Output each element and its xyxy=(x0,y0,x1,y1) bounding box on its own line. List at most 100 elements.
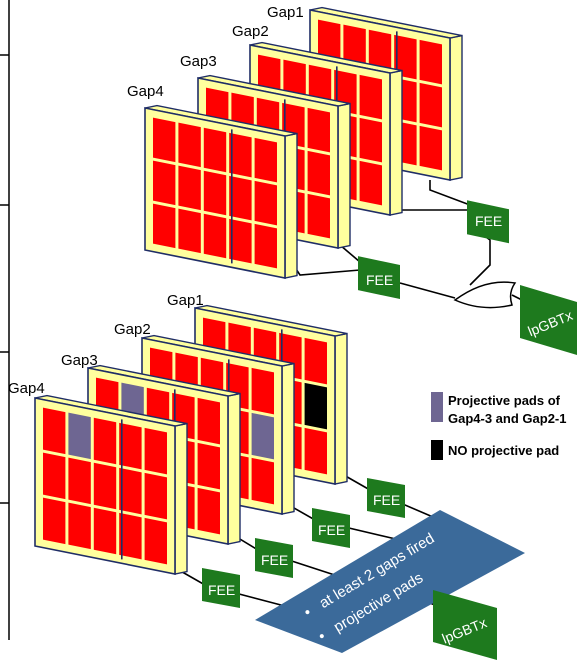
bottom-chamber-gap4-pad xyxy=(93,462,117,510)
bottom-chamber-gap1-pad xyxy=(304,427,327,475)
bottom-gap1-label: Gap1 xyxy=(167,292,204,309)
bottom-chamber-gap4-pad xyxy=(68,412,91,460)
top-wire-fee2-gate xyxy=(399,282,456,299)
top-chamber-gap4-side xyxy=(284,132,298,279)
top-chamber-gap3-pad xyxy=(307,107,330,153)
top-fee-label-2: FEE xyxy=(366,272,393,288)
top-chamber-gap1-pad xyxy=(343,24,366,70)
top-chamber-gap4-pad xyxy=(203,127,227,173)
top-gap3-label: Gap3 xyxy=(180,53,217,70)
top-chamber-gap2-pad xyxy=(359,160,382,206)
bottom-chamber-gap4-pad xyxy=(68,457,91,505)
bottom-chamber-gap4-pad xyxy=(144,517,167,565)
top-chamber-gap4-pad xyxy=(153,203,176,249)
bottom-fee-box-2: FEE xyxy=(312,508,350,548)
top-fee-box-1: FEE xyxy=(467,200,509,244)
bottom-chamber-gap4-pad xyxy=(68,502,91,550)
bottom-chamber-gap4-pad xyxy=(119,467,142,515)
top-gap2-label: Gap2 xyxy=(232,23,269,40)
bottom-fee-box-3: FEE xyxy=(255,538,293,578)
bottom-chamber-gap1-side xyxy=(334,332,348,485)
bottom-chamber-gap2-pad xyxy=(251,367,274,415)
top-chamber-gap4-pad xyxy=(254,180,277,226)
top-chamber-gap4-pad xyxy=(229,218,252,264)
legend-no-projective-label: NO projective pad xyxy=(448,443,559,458)
top-chamber-gap1-pad xyxy=(368,29,392,75)
top-chamber-gap2-pad xyxy=(359,74,382,120)
bottom-chamber-gap4-pad xyxy=(119,512,142,560)
legend-projective-swatch xyxy=(431,392,443,422)
bottom-fee-box-1: FEE xyxy=(367,478,405,518)
top-chamber-gap4-pad xyxy=(178,165,201,211)
top-ipgbtx-box: lpGBTx xyxy=(520,285,577,355)
bottom-gap4-label: Gap4 xyxy=(8,380,45,397)
top-chamber-gap1-pad xyxy=(419,125,442,171)
top-chamber-gap3-pad xyxy=(307,193,330,239)
top-chamber-gap1-pad xyxy=(419,39,442,85)
top-chamber-gap3-side xyxy=(337,102,351,249)
legend: Projective pads of Gap4-3 and Gap2-1 NO … xyxy=(431,392,566,460)
legend-projective-line2: Gap4-3 and Gap2-1 xyxy=(448,411,566,426)
bottom-chamber-gap4-pad xyxy=(144,427,167,475)
top-chamber-gap4-pad xyxy=(178,122,201,168)
bottom-chamber-gap4-pad xyxy=(93,507,117,555)
top-chamber-gap4-pad xyxy=(178,208,201,254)
or-gate-icon xyxy=(453,281,517,309)
bottom-chamber-gap4-pad xyxy=(43,407,66,455)
bottom-fee-label-4: FEE xyxy=(208,582,235,598)
top-chamber-gap1-pad xyxy=(419,82,442,128)
bottom-gap3-label: Gap3 xyxy=(61,352,98,369)
bottom-chamber-gap3-pad xyxy=(197,487,220,535)
bottom-chamber-gap4-pad xyxy=(144,472,167,520)
bottom-chamber-gap4-pad xyxy=(93,417,117,465)
legend-projective-line1: Projective pads of xyxy=(448,393,561,408)
bottom-chamber-gap3-side xyxy=(227,392,241,545)
top-chamber-gap4-pad xyxy=(153,117,176,163)
top-chamber-gap1-pad xyxy=(318,19,341,65)
bottom-ipgbtx-box: lpGBTx xyxy=(433,590,497,660)
top-fee-label-1: FEE xyxy=(475,213,502,229)
bottom-chamber-gap4-side xyxy=(174,422,188,575)
bottom-fee-label-1: FEE xyxy=(373,492,400,508)
bottom-chamber-gap4-pad xyxy=(43,452,66,500)
left-edge-axis xyxy=(0,0,10,640)
legend-no-projective-swatch xyxy=(431,440,443,460)
bottom-chamber-gap3-pad xyxy=(197,397,220,445)
bottom-chamber-gap2-side xyxy=(281,362,295,515)
top-chamber-gap4-pad xyxy=(254,137,277,183)
bottom-chamber-gap4 xyxy=(34,394,188,575)
bottom-chamber-gap2-pad xyxy=(251,412,274,460)
top-wire-gap4 xyxy=(289,259,361,276)
bottom-chamber-gap1-pad xyxy=(304,382,327,430)
top-fee-box-2: FEE xyxy=(358,256,400,300)
bottom-chamber-gap4-pad xyxy=(119,422,142,470)
top-chambers xyxy=(144,6,463,279)
bottom-fee-label-2: FEE xyxy=(318,522,345,538)
top-chamber-gap4-pad xyxy=(203,170,227,216)
bottom-chamber-gap3-pad xyxy=(197,442,220,490)
bottom-chambers xyxy=(34,304,348,575)
top-chamber-gap4-pad xyxy=(203,213,227,259)
top-chamber-gap4-pad xyxy=(153,160,176,206)
top-chamber-gap3-pad xyxy=(307,150,330,196)
note-panel: • at least 2 gaps fired • projective pad… xyxy=(255,510,525,653)
top-chamber-gap4-pad xyxy=(229,132,252,178)
top-chamber-gap4-pad xyxy=(254,223,277,269)
top-chamber-gap2-pad xyxy=(359,117,382,163)
bottom-gap2-label: Gap2 xyxy=(114,321,151,338)
bottom-chamber-gap4-pad xyxy=(43,497,66,545)
bottom-fee-box-4: FEE xyxy=(202,568,240,608)
bottom-chamber-gap1-pad xyxy=(304,337,327,385)
top-gap1-label: Gap1 xyxy=(267,4,304,21)
top-wire-gap1 xyxy=(429,180,471,206)
bottom-fee-label-3: FEE xyxy=(261,552,288,568)
top-chamber-gap4-pad xyxy=(229,175,252,221)
bottom-chamber-gap2-pad xyxy=(251,457,274,505)
top-chamber-gap1-side xyxy=(449,34,463,181)
top-chamber-gap4 xyxy=(144,104,298,279)
top-chamber-gap2-side xyxy=(389,69,403,216)
top-chamber-gap1-pad xyxy=(394,34,417,80)
top-gap4-label: Gap4 xyxy=(127,83,164,100)
